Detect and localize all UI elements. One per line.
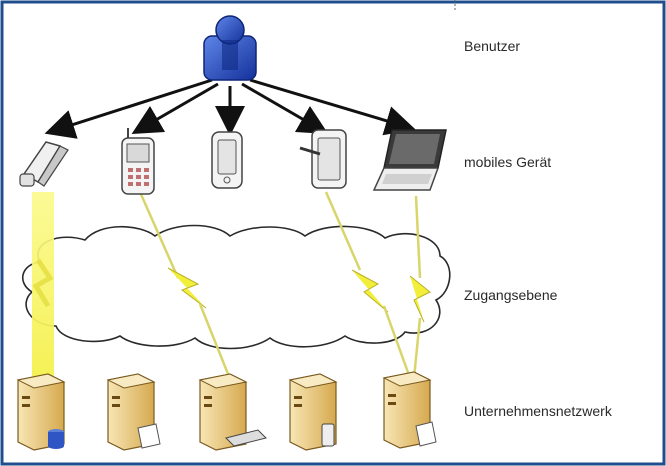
lightning-bolt-2 xyxy=(167,267,207,309)
layer-label-user: Benutzer xyxy=(464,38,521,54)
connection-lightning-group xyxy=(32,191,431,388)
server-database-icon xyxy=(16,373,66,451)
arrow-device-1 xyxy=(44,78,213,139)
flip-phone-icon xyxy=(19,141,69,187)
tablet-stylus-icon xyxy=(299,129,347,189)
user-device-arrows xyxy=(44,78,416,139)
user-icon xyxy=(203,15,257,81)
arrow-device-5 xyxy=(249,78,416,136)
lightning-bolt-4 xyxy=(409,275,431,323)
laptop-icon xyxy=(372,129,447,191)
link-server-3 xyxy=(198,303,234,385)
layer-label-device: mobiles Gerät xyxy=(464,154,552,170)
link-server-5a xyxy=(382,305,412,379)
server-document-icon xyxy=(382,371,437,449)
server-phone-icon xyxy=(288,373,338,451)
link-server-5b xyxy=(412,317,422,379)
arrow-device-2 xyxy=(131,82,219,135)
access-cloud xyxy=(21,224,451,350)
beam-device-1 xyxy=(32,192,54,388)
link-device-4 xyxy=(324,191,362,271)
arrow-device-4 xyxy=(241,82,329,135)
server-document-icon xyxy=(106,373,161,451)
feature-phone-icon xyxy=(121,128,155,195)
server-keyboard-icon xyxy=(198,373,267,451)
link-device-2 xyxy=(138,191,180,279)
smartphone-icon xyxy=(211,131,243,189)
link-device-5 xyxy=(414,195,422,279)
lightning-bolt-3 xyxy=(351,269,389,313)
layer-label-network: Unternehmensnetzwerk xyxy=(464,403,612,419)
lightning-bolt-1 xyxy=(32,258,54,308)
layer-label-access: Zugangsebene xyxy=(464,287,558,303)
